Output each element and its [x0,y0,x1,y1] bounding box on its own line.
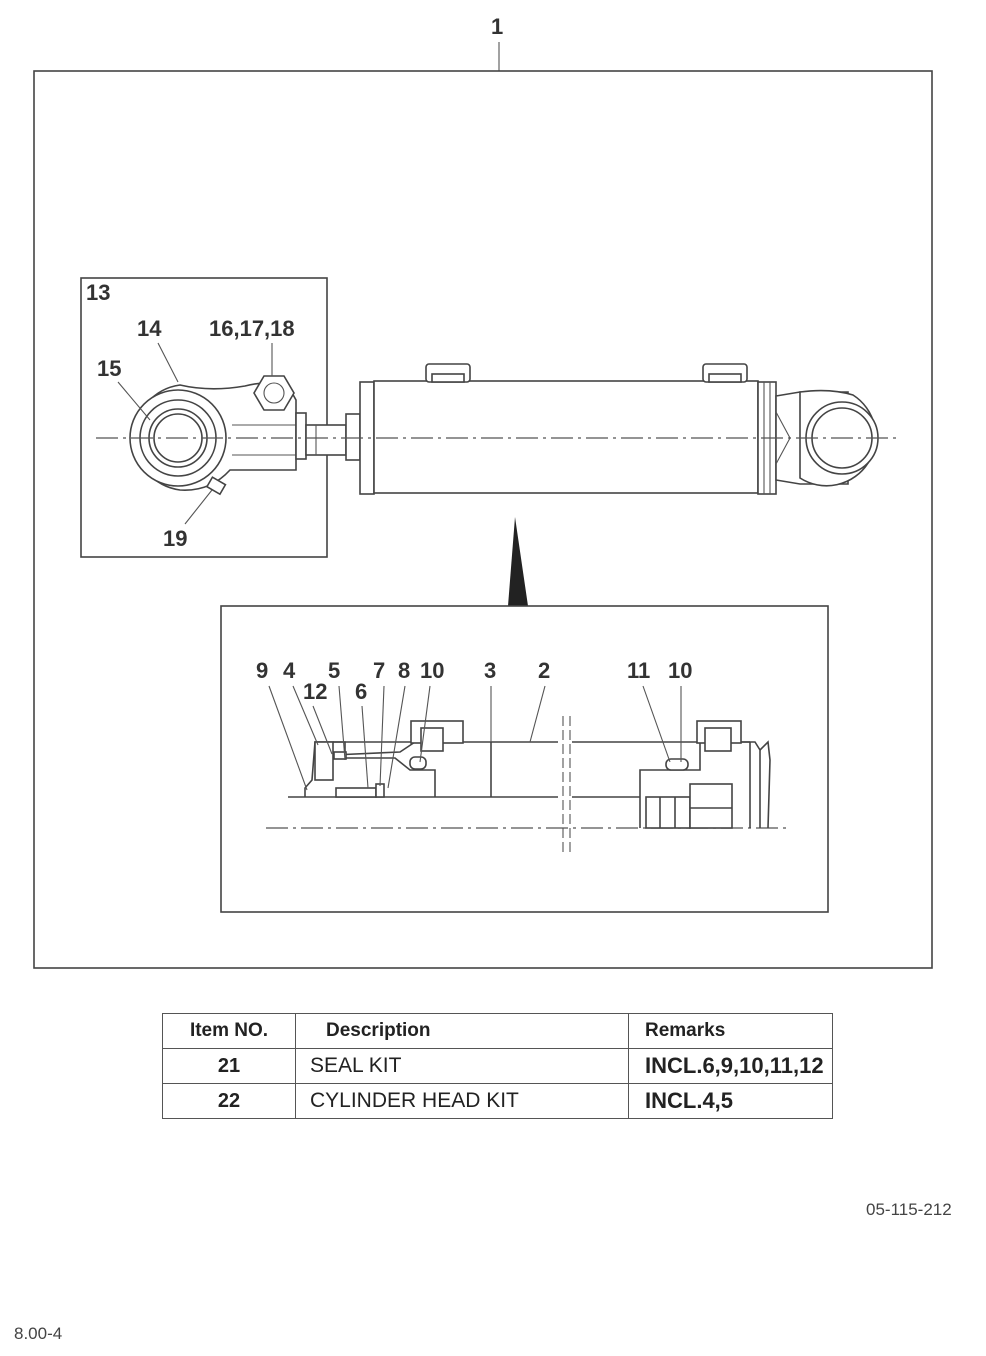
row-description: SEAL KIT [295,1048,629,1084]
callout-2: 2 [538,658,550,683]
leader-14 [157,342,179,383]
row-description: CYLINDER HEAD KIT [295,1083,629,1119]
header-item-no: Item NO. [162,1013,296,1049]
table-header-row: Item NO. Description Remarks [162,1013,833,1049]
rod-end-eye [129,382,347,491]
callout-3: 3 [484,658,496,683]
callout-8: 8 [398,658,410,683]
row-item: 22 [162,1083,296,1119]
section-drawing [266,716,790,856]
table-row: 22 CYLINDER HEAD KIT INCL.4,5 [162,1083,833,1119]
callout-11: 11 [627,658,650,683]
row-remarks: INCL.4,5 [628,1083,833,1119]
document-number: 05-115-212 [866,1200,952,1219]
callout-9: 9 [256,658,268,683]
kit-table: Item NO. Description Remarks 21 SEAL KIT… [162,1013,833,1119]
grease-nipple-bolt [205,375,295,496]
page-number: 8.00-4 [14,1324,63,1343]
outer-frame [33,70,933,969]
callout-16-17-18: 16,17,18 [209,316,295,341]
hydraulic-cylinder-diagram: 1 13 14 16,17,18 15 19 [33,14,933,969]
callout-19: 19 [163,526,187,551]
callout-10: 10 [420,658,444,683]
callout-1: 1 [491,14,503,39]
section-detail-box [220,605,829,913]
callout-15: 15 [97,356,121,381]
row-remarks: INCL.6,9,10,11,12 [628,1048,833,1084]
table-row: 21 SEAL KIT INCL.6,9,10,11,12 [162,1048,833,1084]
leader-19 [184,489,213,525]
callout-10b: 10 [668,658,692,683]
cylinder-ports [425,363,748,383]
section-pointer [508,517,528,606]
callout-7: 7 [373,658,385,683]
callout-5: 5 [328,658,340,683]
header-description: Description [295,1013,629,1049]
callout-14: 14 [137,316,162,341]
callout-4: 4 [283,658,296,683]
section-leaders [268,685,682,791]
callout-12: 12 [303,679,327,704]
leader-15 [117,381,151,421]
callout-13: 13 [86,280,110,305]
callout-6: 6 [355,679,367,704]
header-remarks: Remarks [628,1013,833,1049]
row-item: 21 [162,1048,296,1084]
section-labels: 9 4 5 7 8 10 3 2 11 10 12 6 [256,658,692,704]
rod-end-detail-box [80,277,328,558]
